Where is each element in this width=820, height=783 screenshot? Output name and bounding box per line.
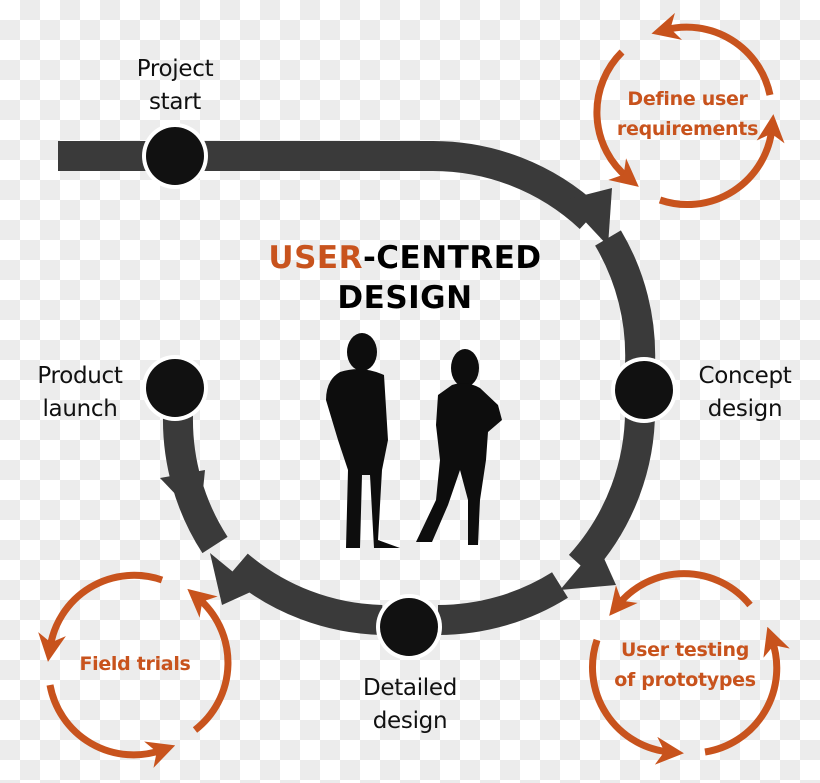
label-product-launch: Product launch [5, 360, 155, 426]
label-line: design [372, 708, 448, 734]
label-concept-design: Concept design [670, 360, 820, 426]
arrow-head-bottom-left [210, 553, 255, 605]
label-line: Detailed [362, 675, 458, 701]
label-define-user-requirements: Define user requirements [605, 84, 770, 144]
label-line: design [707, 396, 783, 422]
label-line: requirements [616, 118, 759, 140]
label-line: launch [42, 396, 118, 422]
label-line: of prototypes [614, 669, 756, 691]
title-rest: -CENTRED [362, 240, 542, 276]
label-line: start [148, 89, 202, 115]
diagram-title: USER-CENTRED DESIGN [240, 238, 570, 318]
woman-silhouette-icon [416, 349, 502, 545]
arrow-head-bottom-right [560, 545, 616, 590]
cycle-define-user-requirements [593, 12, 785, 209]
title-accent: USER [268, 240, 363, 276]
cycle-user-testing-of-prototypes [589, 570, 790, 765]
label-project-start: Project start [100, 53, 250, 119]
label-line: Product [37, 363, 123, 389]
arrow-head-left [160, 470, 205, 520]
label-user-testing-of-prototypes: User testing of prototypes [600, 635, 770, 695]
title-line2: DESIGN [337, 280, 473, 316]
label-line: Field trials [79, 653, 191, 675]
cycle-field-trials [38, 571, 232, 768]
arrow-head-top-right [565, 188, 612, 246]
label-line: Define user [627, 88, 748, 110]
label-detailed-design: Detailed design [335, 672, 485, 738]
label-line: Concept [698, 363, 792, 389]
label-line: Project [136, 56, 214, 82]
main-path-arrowheads [160, 188, 616, 605]
stage-nodes [142, 123, 677, 660]
label-line: User testing [620, 639, 749, 661]
man-silhouette-icon [326, 333, 400, 548]
label-field-trials: Field trials [55, 649, 215, 679]
